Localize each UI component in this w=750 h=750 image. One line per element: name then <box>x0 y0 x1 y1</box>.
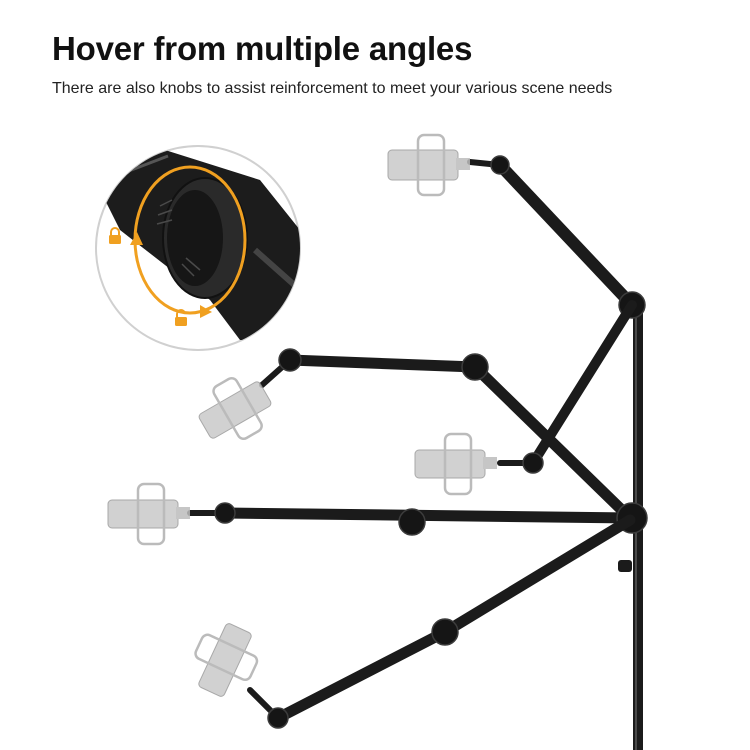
arm-position-middle <box>497 300 637 474</box>
unlock-icon <box>175 309 187 326</box>
pivot-knob <box>522 452 544 474</box>
microphone <box>107 482 190 546</box>
pivot-knob <box>431 618 459 646</box>
microphone <box>194 623 259 697</box>
arm-position-horizontal <box>187 502 648 536</box>
pivot-knob <box>490 155 510 175</box>
pole-clamp-knob <box>618 560 632 572</box>
pivot-knob <box>278 348 302 372</box>
pivot-knob <box>267 707 289 729</box>
arm-position-lowered <box>247 514 636 729</box>
arm-position-top <box>467 155 646 319</box>
pivot-knob <box>398 508 426 536</box>
page-title: Hover from multiple angles <box>52 30 473 67</box>
page-subtitle: There are also knobs to assist reinforce… <box>52 80 613 97</box>
arm-position-raised <box>259 348 636 524</box>
pivot-knob <box>461 353 489 381</box>
lock-icon <box>109 227 121 244</box>
microphone <box>414 432 497 496</box>
microphone <box>198 376 272 441</box>
pivot-knob <box>214 502 236 524</box>
knob-detail-inset <box>95 145 301 351</box>
microphone <box>387 133 470 197</box>
